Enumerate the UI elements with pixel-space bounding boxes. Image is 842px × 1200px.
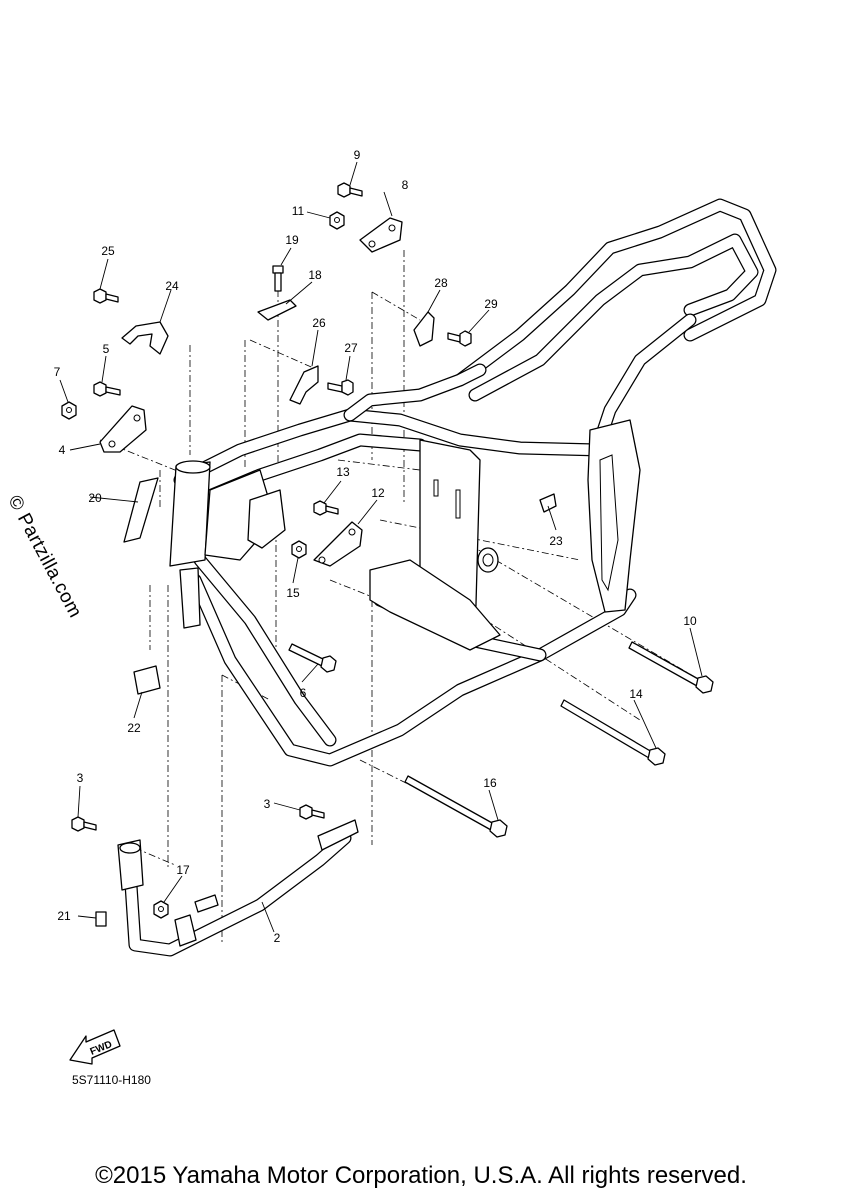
callout-25: 25	[101, 244, 115, 258]
label-20	[123, 477, 159, 543]
callout-15: 15	[286, 586, 300, 600]
nut-11	[329, 211, 345, 230]
callout-14: 14	[629, 687, 643, 701]
label-22	[133, 665, 161, 695]
through-bolt-10	[628, 641, 714, 694]
bolt-13	[313, 500, 339, 516]
callout-6: 6	[300, 686, 307, 700]
callout-22: 22	[127, 721, 141, 735]
callout-4: 4	[59, 443, 66, 457]
callout-26: 26	[312, 316, 326, 330]
bracket-8	[359, 217, 403, 253]
callout-28: 28	[434, 276, 448, 290]
clip-18	[257, 299, 297, 321]
callout-24: 24	[165, 279, 179, 293]
front-engine-mount	[247, 489, 286, 549]
callout-11: 11	[292, 204, 305, 218]
bolt-29	[447, 330, 472, 347]
assembly-guide-lines	[99, 250, 701, 945]
bracket-4	[99, 405, 147, 453]
callout-3-lower: 3	[264, 797, 271, 811]
battery-tray-mount	[369, 559, 501, 651]
bolt-27	[327, 379, 354, 396]
leader-lines	[59, 161, 703, 933]
bolt-6	[288, 643, 337, 673]
nut-7	[61, 401, 77, 420]
cap-21	[95, 911, 107, 927]
callout-8: 8	[402, 178, 409, 192]
bracket-12	[313, 521, 363, 567]
bolt-3-lower	[299, 804, 325, 820]
lower-cradle	[117, 819, 359, 957]
callout-16: 16	[483, 776, 497, 790]
callout-18: 18	[308, 268, 322, 282]
clip-26	[289, 365, 319, 405]
callout-13: 13	[336, 465, 350, 479]
callout-23: 23	[549, 534, 563, 548]
through-bolt-14	[560, 699, 666, 766]
bolt-25	[93, 288, 119, 304]
callout-9: 9	[354, 148, 361, 162]
callout-12: 12	[371, 486, 385, 500]
callout-3-upper: 3	[77, 771, 84, 785]
callout-19: 19	[285, 233, 299, 247]
callout-21: 21	[57, 909, 71, 923]
bolt-9	[337, 182, 363, 198]
nut-17	[153, 900, 169, 919]
copyright-notice: ©2015 Yamaha Motor Corporation, U.S.A. A…	[95, 1162, 747, 1189]
callout-7: 7	[54, 365, 61, 379]
slot-hole	[433, 479, 439, 497]
rear-pivot-bracket	[587, 419, 641, 613]
fwd-arrow-icon: FWD	[69, 1029, 121, 1065]
callout-2: 2	[274, 931, 281, 945]
callout-29: 29	[484, 297, 498, 311]
clamp-24	[121, 321, 169, 355]
plate-23	[539, 493, 557, 513]
callout-10: 10	[683, 614, 697, 628]
callout-labels: 9 8 11 19 25 18 24 28 29 26 5 27 7 4 13 …	[54, 148, 697, 945]
callout-27: 27	[344, 341, 358, 355]
slot-hole	[455, 489, 461, 519]
nut-15	[291, 540, 307, 559]
callout-17: 17	[176, 863, 190, 877]
callout-20: 20	[88, 491, 102, 505]
diagram-code: 5S71110-H180	[72, 1073, 151, 1087]
pivot-hole	[482, 553, 494, 567]
through-bolt-16	[404, 775, 508, 838]
clip-28	[413, 311, 435, 347]
callout-5: 5	[103, 342, 110, 356]
bolt-5	[93, 381, 121, 397]
bolt-3-upper	[71, 816, 97, 832]
bolt-19	[272, 265, 284, 292]
